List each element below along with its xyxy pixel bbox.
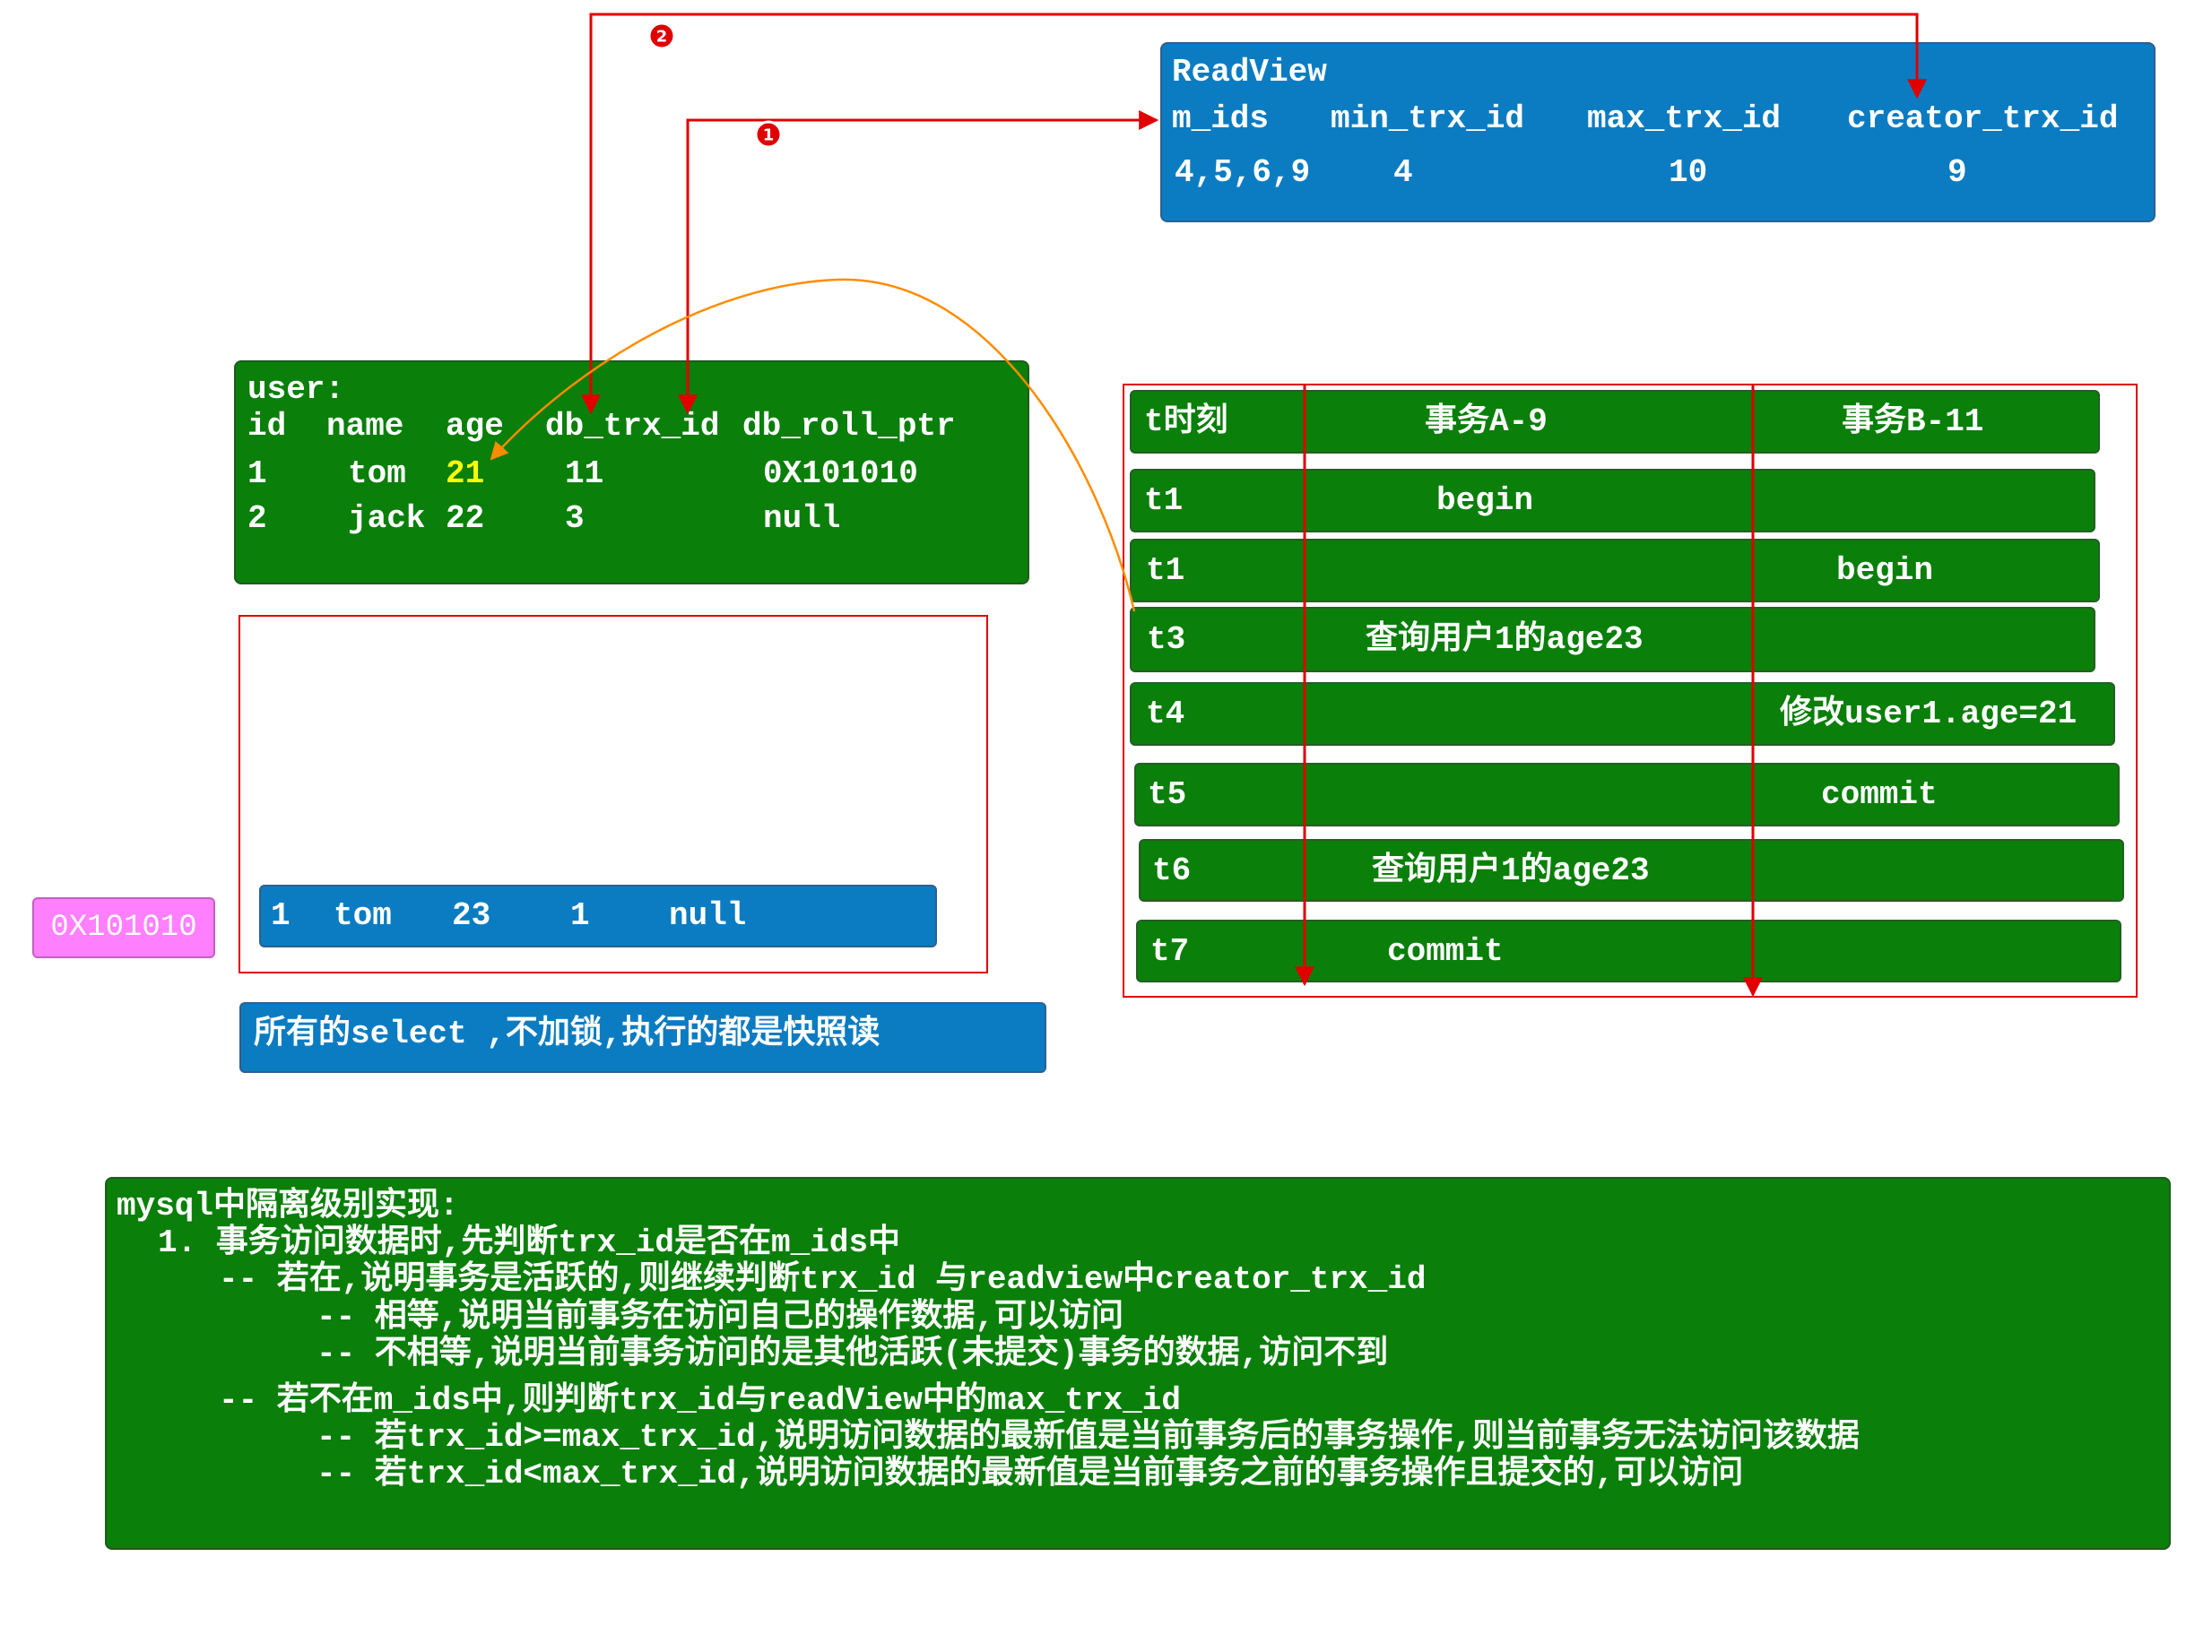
undo-row-name: tom xyxy=(334,897,392,934)
undo-row-db-roll-ptr: null xyxy=(669,897,747,934)
snapshot-read-text: 所有的select ,不加锁,执行的都是快照读 xyxy=(254,1016,880,1052)
readview-title: ReadView xyxy=(1172,54,1327,91)
explanation-line: -- 若trx_id<max_trx_id,说明访问数据的最新值是当前事务之前的… xyxy=(317,1456,1744,1492)
timeline-row-b-action: begin xyxy=(1836,552,1934,589)
readview-value-creator-trx-id: 9 xyxy=(1947,154,1967,191)
timeline-header-b: 事务B-11 xyxy=(1842,403,1984,440)
user-row-2-db-trx-id: 3 xyxy=(565,500,585,537)
badge-2-label: 2 xyxy=(656,28,668,47)
explanation-line: -- 相等,说明当前事务在访问自己的操作数据,可以访问 xyxy=(317,1299,1124,1336)
timeline-row-b-action: 修改user1.age=21 xyxy=(1780,696,2078,732)
badge-2-circle xyxy=(647,22,676,50)
timeline-header-row: t时刻 事务A-9 事务B-11 xyxy=(1130,390,2100,454)
undo-log-address: 0X101010 xyxy=(50,911,197,945)
readview-header-m-ids: m_ids xyxy=(1172,100,1270,137)
user-row-2-age: 22 xyxy=(446,500,485,537)
explanation-line: -- 若trx_id>=max_trx_id,说明访问数据的最新值是当前事务后的… xyxy=(317,1419,1860,1456)
timeline-row: t3 查询用户1的age23 xyxy=(1130,607,2095,672)
undo-row-age: 23 xyxy=(452,897,491,934)
timeline-row-a-action: 查询用户1的age23 xyxy=(1372,852,1650,889)
readview-box: ReadView m_ids min_trx_id max_trx_id cre… xyxy=(1160,42,2156,222)
undo-log-address-box: 0X101010 xyxy=(32,897,215,958)
user-header-age: age xyxy=(446,408,504,445)
user-header-id: id xyxy=(247,408,287,445)
explanation-line: -- 若不在m_ids中,则判断trx_id与readView中的max_trx… xyxy=(219,1382,1181,1419)
badge-1-circle xyxy=(754,120,783,149)
timeline-row-time: t6 xyxy=(1152,852,1192,889)
badge-1-label: 1 xyxy=(763,126,775,145)
timeline-row: t7 commit xyxy=(1136,920,2121,982)
transaction-timeline: t时刻 事务A-9 事务B-11 t1 begin t1 begin t3 查询… xyxy=(1123,384,2138,998)
timeline-row-b-action: commit xyxy=(1821,776,1938,813)
readview-value-min-trx-id: 4 xyxy=(1393,154,1413,191)
timeline-header-a: 事务A-9 xyxy=(1425,403,1548,440)
undo-log-row: 1 tom 23 1 null xyxy=(259,885,937,947)
user-header-name: name xyxy=(326,408,404,445)
readview-value-m-ids: 4,5,6,9 xyxy=(1175,154,1311,191)
timeline-row-time: t3 xyxy=(1147,621,1186,658)
snapshot-read-note: 所有的select ,不加锁,执行的都是快照读 xyxy=(239,1002,1046,1073)
badge-2: 2 xyxy=(647,22,676,50)
explanation-line: mysql中隔离级别实现: xyxy=(117,1188,459,1224)
timeline-row-time: t4 xyxy=(1146,696,1185,732)
user-row-1-age: 21 xyxy=(446,455,485,492)
timeline-row: t1 begin xyxy=(1130,469,2095,532)
readview-header-creator-trx-id: creator_trx_id xyxy=(1847,100,2119,137)
user-header-db-roll-ptr: db_roll_ptr xyxy=(742,408,956,445)
timeline-row-a-action: begin xyxy=(1436,482,1534,519)
user-row-2-db-roll-ptr: null xyxy=(763,500,841,537)
explanation-line: -- 若在,说明事务是活跃的,则继续判断trx_id 与readview中cre… xyxy=(219,1261,1427,1298)
timeline-row-time: t1 xyxy=(1146,552,1185,589)
timeline-row-time: t7 xyxy=(1150,933,1190,970)
badge-1: 1 xyxy=(754,120,783,149)
readview-header-max-trx-id: max_trx_id xyxy=(1587,100,1782,137)
timeline-row: t4 修改user1.age=21 xyxy=(1130,682,2115,746)
timeline-row: t6 查询用户1的age23 xyxy=(1139,839,2124,902)
user-row-2-id: 2 xyxy=(247,500,267,537)
user-table-box: user: id name age db_trx_id db_roll_ptr … xyxy=(234,360,1029,584)
undo-log-frame: 1 tom 23 1 null xyxy=(239,615,988,973)
user-row-2-name: jack xyxy=(348,500,426,537)
user-row-1-db-trx-id: 11 xyxy=(565,455,604,492)
timeline-row-time: t1 xyxy=(1144,482,1184,519)
timeline-row-time: t5 xyxy=(1148,776,1187,813)
explanation-line: 1. 事务访问数据时,先判断trx_id是否在m_ids中 xyxy=(158,1224,901,1261)
user-row-1-id: 1 xyxy=(247,455,267,492)
readview-header-min-trx-id: min_trx_id xyxy=(1331,100,1525,137)
user-row-1-db-roll-ptr: 0X101010 xyxy=(763,455,918,492)
timeline-row-a-action: 查询用户1的age23 xyxy=(1366,621,1644,658)
user-header-db-trx-id: db_trx_id xyxy=(545,408,720,445)
timeline-header-time: t时刻 xyxy=(1144,403,1228,440)
timeline-row: t5 commit xyxy=(1134,763,2120,826)
undo-row-id: 1 xyxy=(271,897,291,934)
readview-value-max-trx-id: 10 xyxy=(1669,154,1708,191)
user-row-1-name: tom xyxy=(348,455,406,492)
timeline-row-a-action: commit xyxy=(1387,933,1504,970)
explanation-line: -- 不相等,说明当前事务访问的是其他活跃(未提交)事务的数据,访问不到 xyxy=(317,1336,1389,1372)
timeline-row: t1 begin xyxy=(1130,539,2100,602)
undo-row-db-trx-id: 1 xyxy=(570,897,590,934)
isolation-explanation-box: mysql中隔离级别实现: 1. 事务访问数据时,先判断trx_id是否在m_i… xyxy=(105,1177,2171,1550)
user-table-title: user: xyxy=(247,371,345,408)
